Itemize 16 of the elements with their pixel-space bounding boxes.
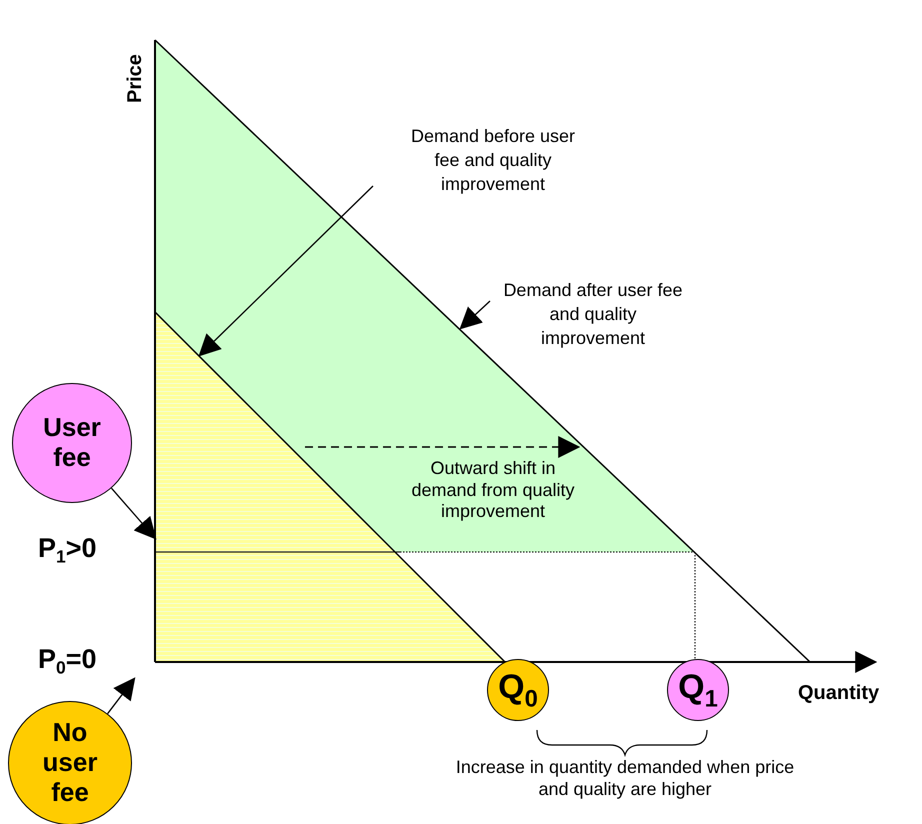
leader-arrow: [110, 488, 156, 540]
leader-arrow: [459, 300, 490, 330]
leader-arrow: [107, 677, 136, 714]
leader-arrow: [198, 186, 374, 357]
price-label: P$_{0}$=0: [38, 643, 98, 678]
callout-circle: Q$_{1}$: [667, 659, 729, 721]
brace-label: Increase in quantity demanded when price and quality are higher: [454, 757, 796, 800]
shift-label: Outward shift in demand from quality improvement: [410, 458, 576, 523]
axis-title: Price: [123, 53, 147, 103]
callout-circle: Q$_{0}$: [487, 659, 549, 721]
callout-circle: No user fee: [8, 701, 132, 824]
axis-title: Quantity: [798, 681, 880, 705]
callout-circle: User fee: [12, 383, 132, 503]
annotation-text: Demand after user fee and quality improvement: [503, 278, 683, 350]
price-label: P$_{1}$>0: [38, 532, 98, 568]
annotation-text: Demand before user fee and quality improvement: [403, 124, 583, 196]
